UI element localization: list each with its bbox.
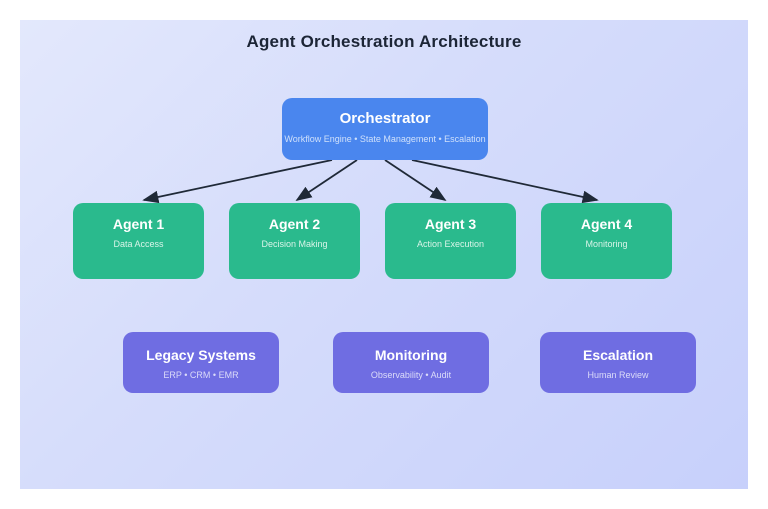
agent-1-node: Agent 1 Data Access <box>73 203 204 279</box>
agent-2-title: Agent 2 <box>268 216 321 232</box>
agent-1-subtitle: Data Access <box>113 239 164 249</box>
agent-3-node: Agent 3 Action Execution <box>385 203 516 279</box>
escalation-subtitle: Human Review <box>587 370 649 380</box>
monitoring-title: Monitoring <box>374 347 448 363</box>
orchestrator-node: Orchestrator Workflow Engine • State Man… <box>282 98 488 160</box>
agent-3-title: Agent 3 <box>424 216 477 232</box>
legacy-systems-node: Legacy Systems ERP • CRM • EMR <box>123 332 279 393</box>
monitoring-subtitle: Observability • Audit <box>370 370 452 380</box>
agent-4-title: Agent 4 <box>580 216 633 232</box>
agent-3-subtitle: Action Execution <box>416 239 485 249</box>
page-title: Agent Orchestration Architecture <box>246 32 522 51</box>
agent-2-node: Agent 2 Decision Making <box>229 203 360 279</box>
legacy-systems-subtitle: ERP • CRM • EMR <box>163 370 239 380</box>
agent-4-node: Agent 4 Monitoring <box>541 203 672 279</box>
orchestrator-subtitle: Workflow Engine • State Management • Esc… <box>284 134 486 144</box>
agent-4-subtitle: Monitoring <box>585 239 628 249</box>
monitoring-node: Monitoring Observability • Audit <box>333 332 489 393</box>
agent-1-title: Agent 1 <box>112 216 165 232</box>
agent-2-subtitle: Decision Making <box>261 239 328 249</box>
escalation-node: Escalation Human Review <box>540 332 696 393</box>
escalation-title: Escalation <box>582 347 654 363</box>
orchestrator-title: Orchestrator <box>339 110 431 127</box>
legacy-systems-title: Legacy Systems <box>146 347 256 363</box>
